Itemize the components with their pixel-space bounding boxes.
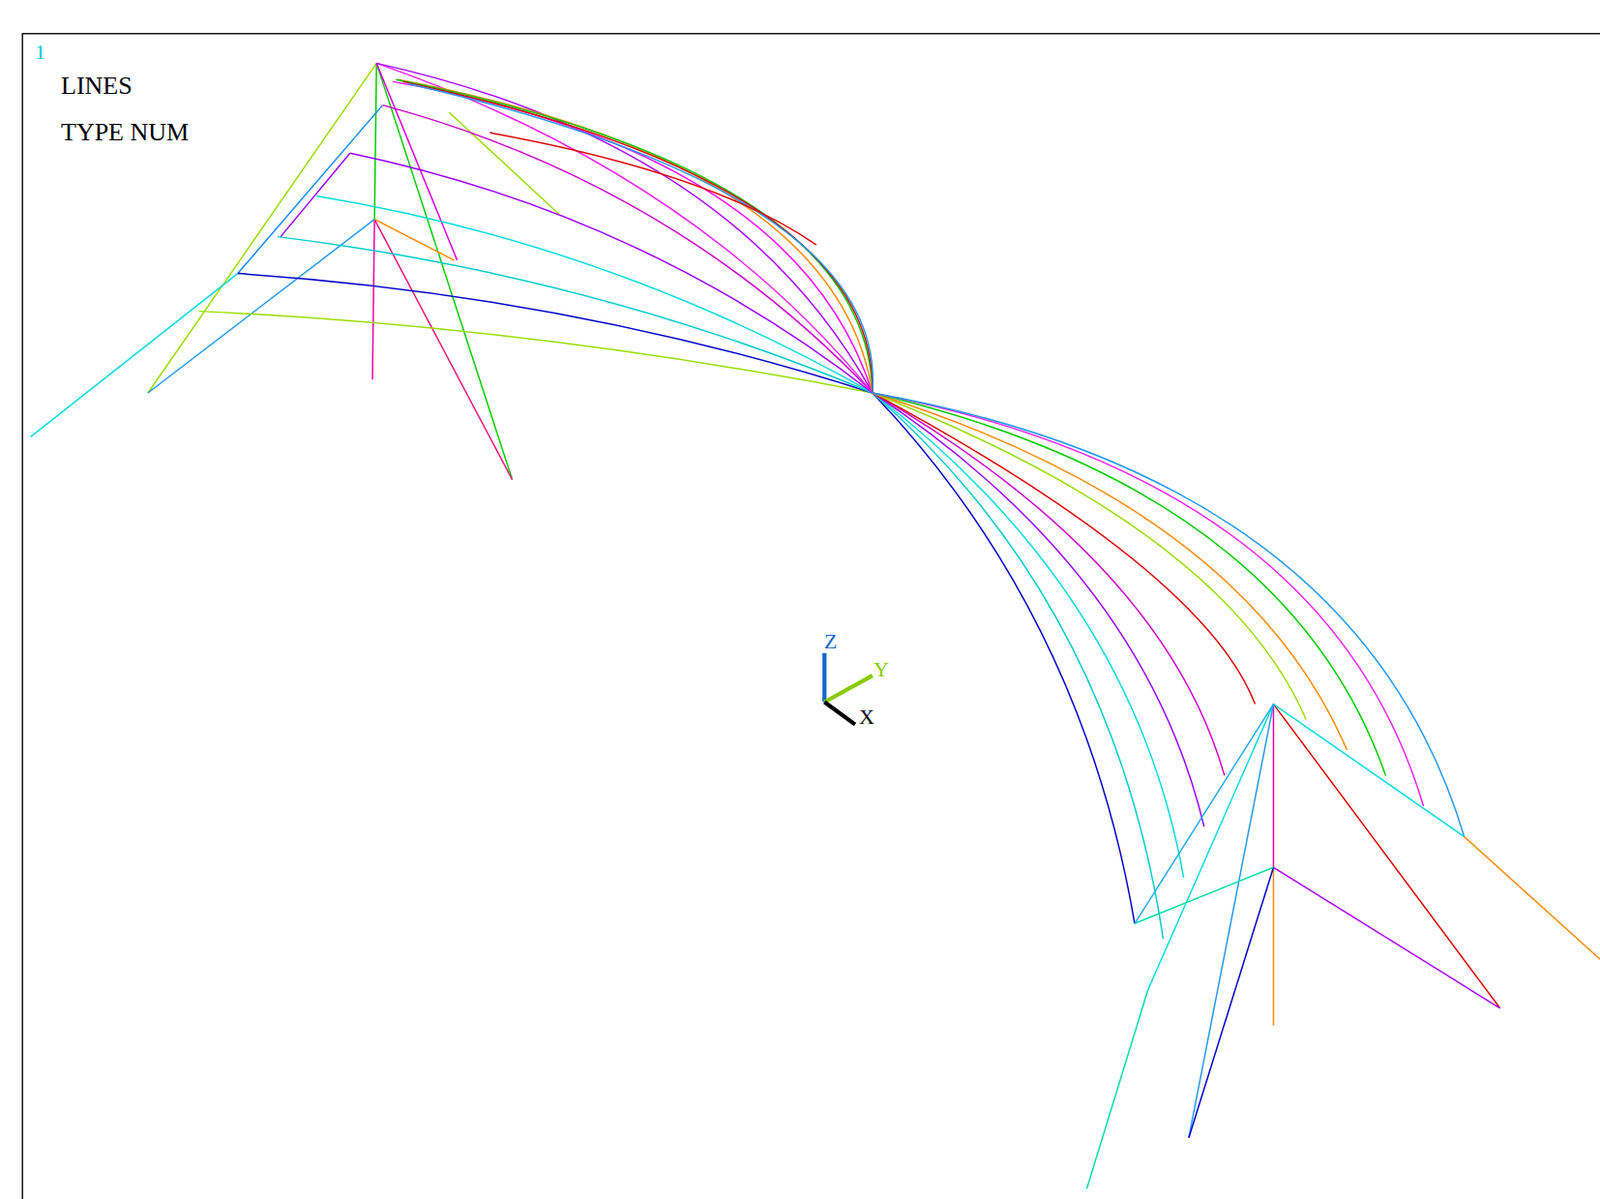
- axis-label: Y: [873, 658, 889, 681]
- axis-label: Z: [824, 630, 837, 652]
- window-number: 1: [34, 41, 46, 63]
- numbering-label: TYPE NUM: [60, 119, 189, 146]
- plot-type-label: LINES: [60, 73, 133, 99]
- axis-label: X: [859, 706, 875, 728]
